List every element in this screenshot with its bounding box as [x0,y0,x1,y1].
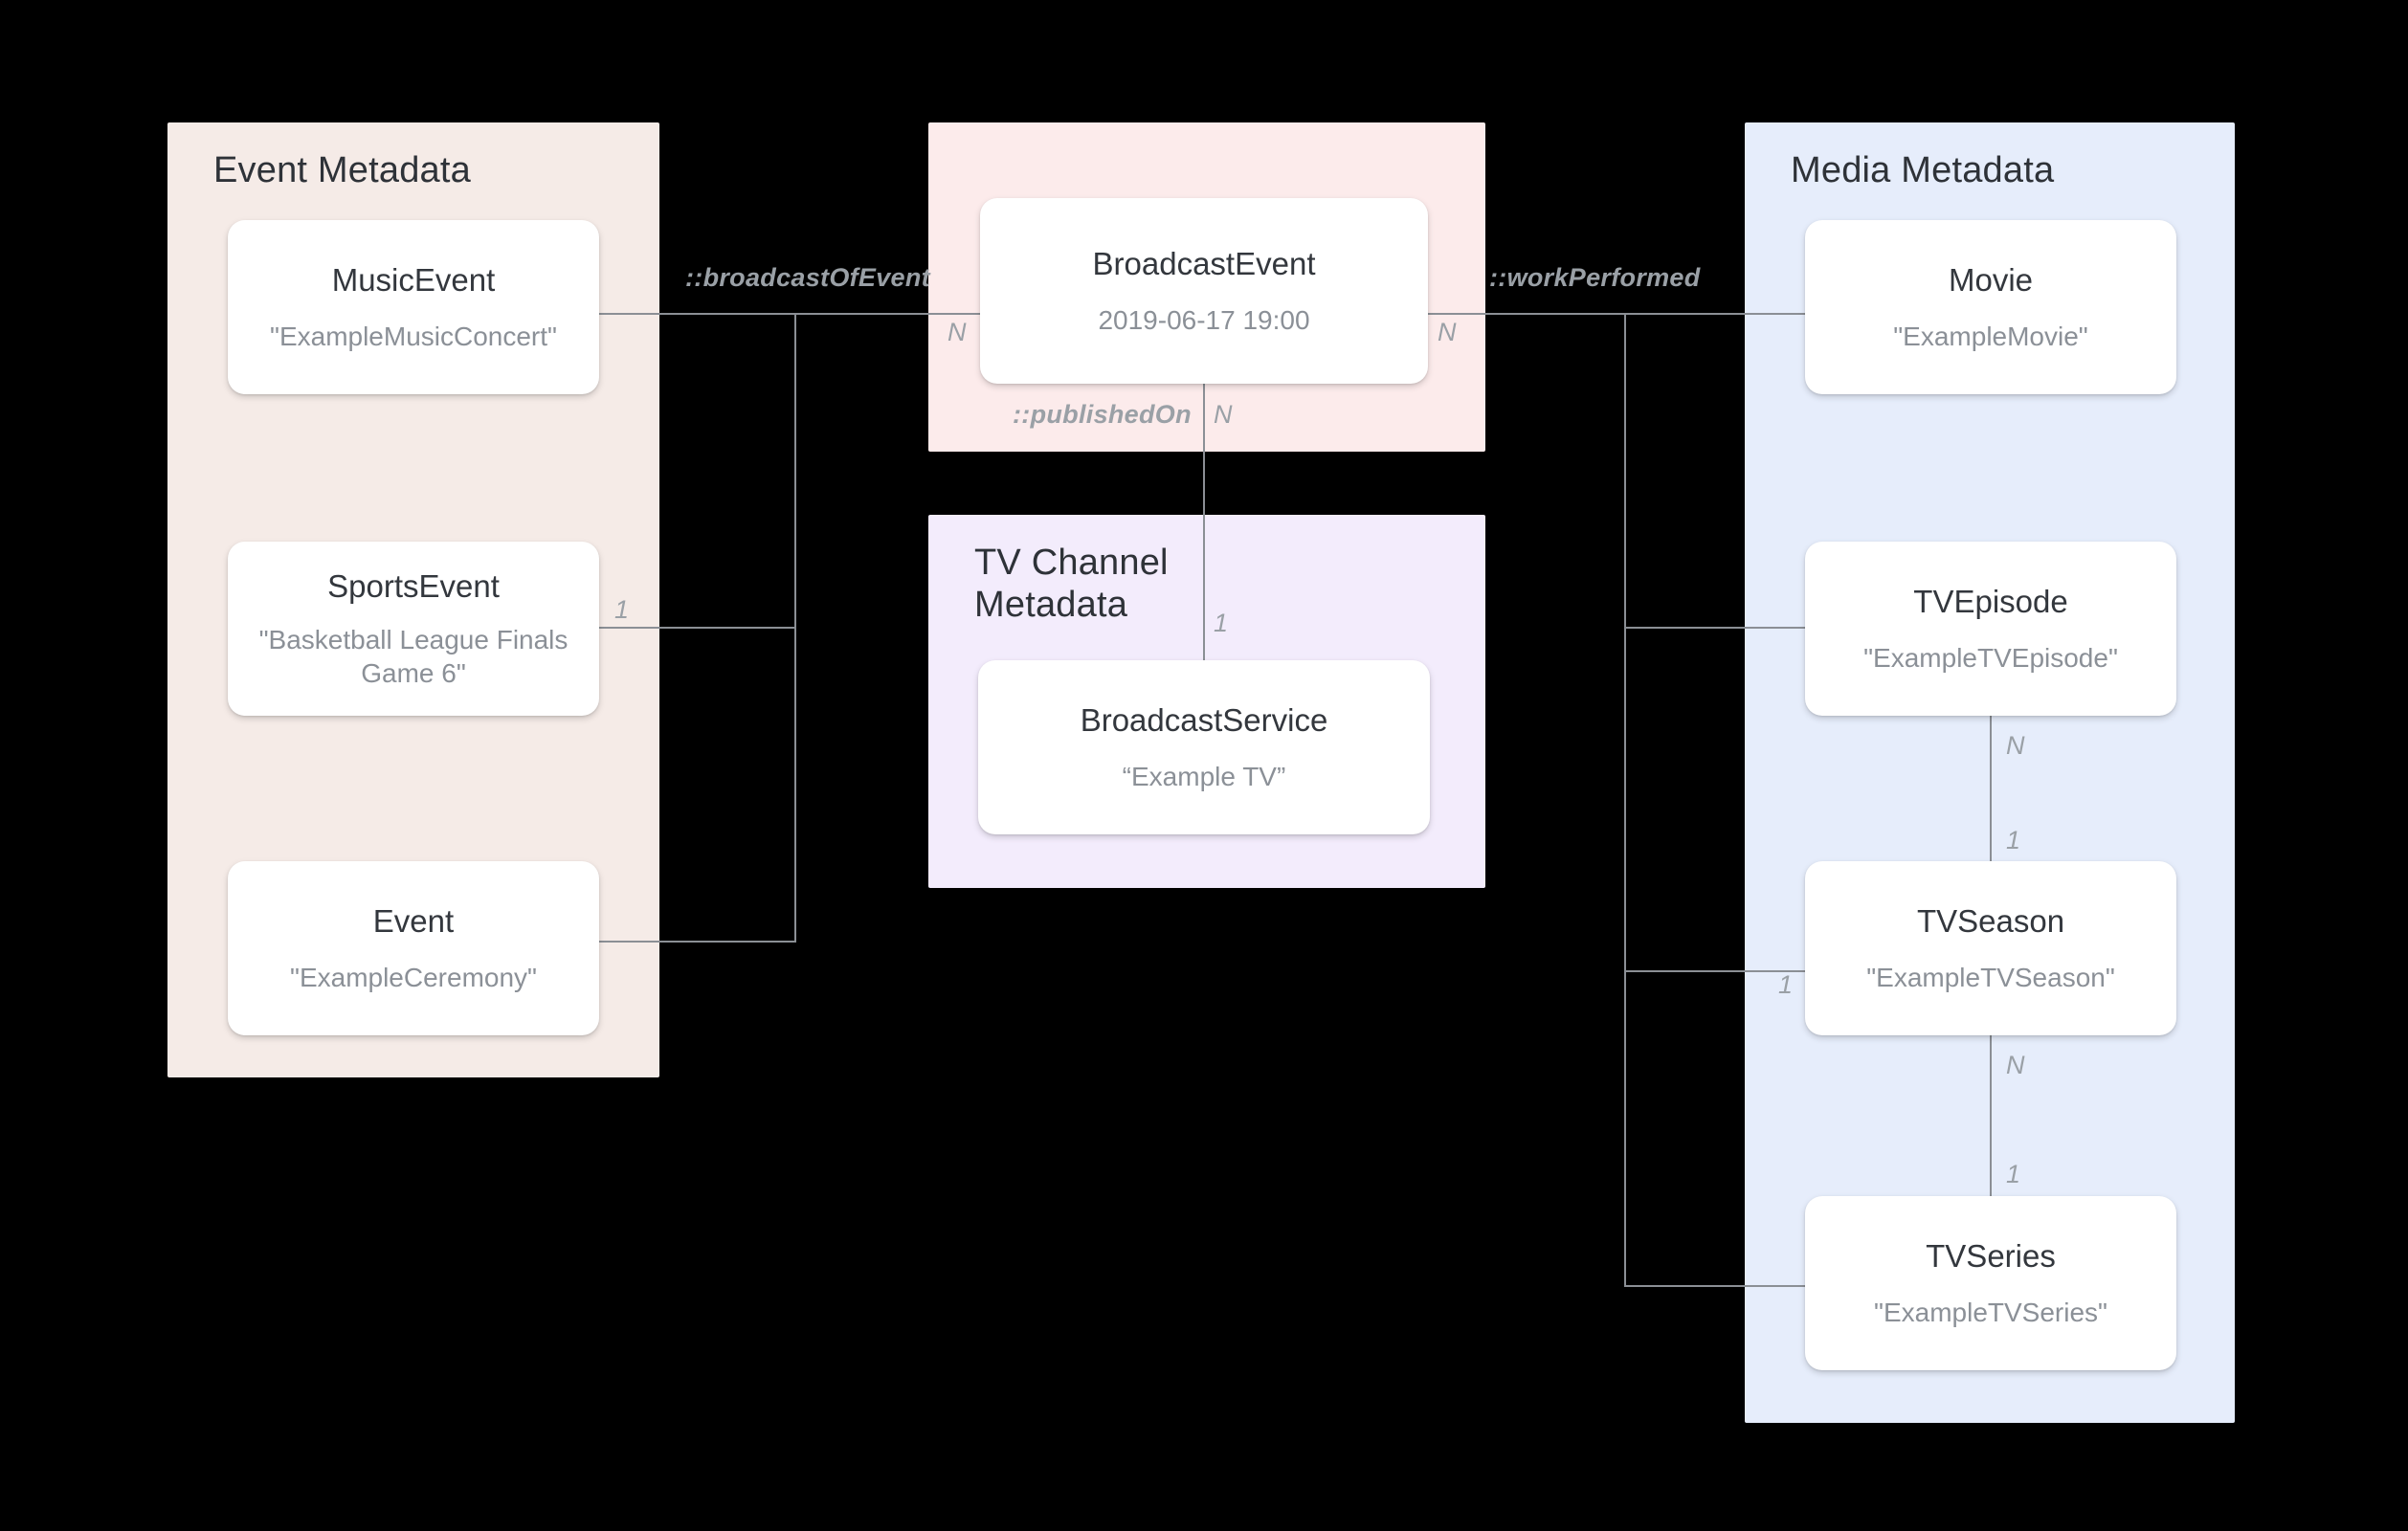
cardinality-card-season-series-n: N [2006,1051,2025,1080]
connector-stub-music-to-bus [599,313,796,315]
cardinality-card-sports-1: 1 [614,595,629,625]
entity-card-sports-event[interactable]: SportsEvent "Basketball League Finals Gam… [228,542,599,716]
entity-title-movie: Movie [1949,261,2033,300]
panel-title-event-metadata: Event Metadata [213,149,638,191]
entity-title-event: Event [373,902,454,941]
connector-stub-bus-to-series [1624,1285,1807,1287]
entity-card-movie[interactable]: Movie "ExampleMovie" [1805,220,2176,394]
entity-title-sports-event: SportsEvent [327,567,500,606]
cardinality-card-published-n: N [1214,400,1233,430]
entity-card-tv-episode[interactable]: TVEpisode "ExampleTVEpisode" [1805,542,2176,716]
cardinality-card-broadcast-left: N [948,318,967,347]
entity-card-music-event[interactable]: MusicEvent "ExampleMusicConcert" [228,220,599,394]
cardinality-card-season-left-1: 1 [1778,970,1793,1000]
connector-stub-sports-to-bus [599,627,796,629]
entity-value-music-event: "ExampleMusicConcert" [270,320,557,353]
entity-value-tv-episode: "ExampleTVEpisode" [1863,641,2118,675]
connector-published-on-line [1203,384,1205,661]
connector-season-series-line [1990,1035,1992,1196]
entity-value-tv-season: "ExampleTVSeason" [1866,961,2115,994]
cardinality-card-episode-season-n: N [2006,731,2025,761]
cardinality-card-season-series-1: 1 [2006,1160,2020,1189]
entity-value-tv-series: "ExampleTVSeries" [1874,1296,2107,1329]
entity-card-tv-series[interactable]: TVSeries "ExampleTVSeries" [1805,1196,2176,1370]
entity-title-broadcast-event: BroadcastEvent [1093,245,1316,283]
connector-stub-bus-to-movie [1624,313,1807,315]
panel-title-media-metadata: Media Metadata [1791,149,2214,191]
entity-card-broadcast-service[interactable]: BroadcastService “Example TV” [978,660,1430,834]
connector-stub-bus-to-episode [1624,627,1807,629]
cardinality-card-work-right: N [1438,318,1457,347]
entity-card-event[interactable]: Event "ExampleCeremony" [228,861,599,1035]
entity-title-tv-episode: TVEpisode [1913,583,2067,621]
entity-value-event: "ExampleCeremony" [290,961,537,994]
entity-title-tv-season: TVSeason [1917,902,2064,941]
relationship-label-broadcast-of-event: ::broadcastOfEvent [685,263,930,293]
entity-title-music-event: MusicEvent [332,261,496,300]
relationship-label-work-performed: ::workPerformed [1489,263,1701,293]
entity-title-tv-series: TVSeries [1926,1237,2056,1276]
entity-card-broadcast-event[interactable]: BroadcastEvent 2019-06-17 19:00 [980,198,1428,384]
entity-title-broadcast-service: BroadcastService [1081,701,1328,740]
entity-value-movie: "ExampleMovie" [1893,320,2088,353]
connector-stub-event-to-bus [599,941,796,943]
entity-value-broadcast-service: “Example TV” [1123,760,1286,793]
cardinality-card-episode-season-1: 1 [2006,826,2020,855]
entity-card-tv-season[interactable]: TVSeason "ExampleTVSeason" [1805,861,2176,1035]
relationship-label-published-on: ::publishedOn [1013,400,1192,430]
entity-value-broadcast-event: 2019-06-17 19:00 [1098,303,1309,337]
cardinality-card-published-1: 1 [1214,609,1228,638]
connector-stub-broadcast-to-bus-r [1426,313,1625,315]
connector-episode-season-line [1990,716,1992,861]
connector-bus-right [1624,313,1626,1287]
connector-stub-bus-to-broadcast [794,313,982,315]
entity-value-sports-event: "Basketball League Finals Game 6" [259,623,569,690]
